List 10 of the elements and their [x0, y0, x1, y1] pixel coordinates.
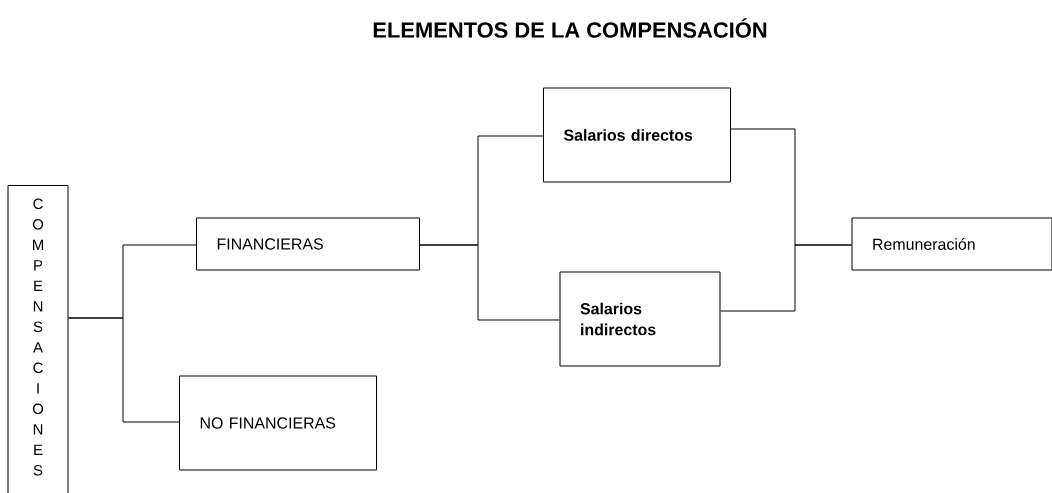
text-box: Remuneración — [851, 217, 1052, 271]
text-box: COMPENSACIONES — [7, 185, 69, 493]
text-box: NO FINANCIERAS — [179, 375, 377, 471]
text-box: FINANCIERAS — [196, 217, 420, 271]
connector-line — [419, 244, 560, 321]
text-box: Salarios directos — [543, 87, 731, 183]
connector-line — [720, 244, 852, 312]
title: ELEMENTOS DE LA COMPENSACIÓN — [373, 18, 767, 38]
connector-line — [68, 317, 180, 423]
text-box: Salarios indirectos — [559, 271, 721, 367]
